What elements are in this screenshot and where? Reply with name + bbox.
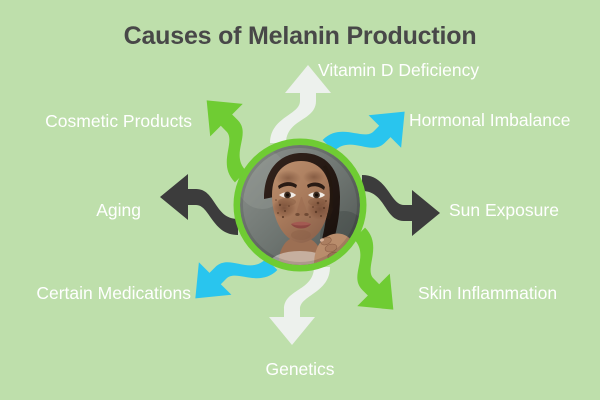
cause-label-certain-medications: Certain Medications — [36, 283, 191, 303]
arrow-sun-exposure — [362, 175, 440, 236]
photo-ring — [233, 138, 367, 272]
woman-face-with-melasma-photo — [240, 145, 360, 265]
center-photo — [240, 145, 360, 265]
cause-label-vitamin-d-deficiency: Vitamin D Deficiency — [318, 60, 480, 80]
cause-label-sun-exposure: Sun Exposure — [449, 200, 559, 220]
cause-label-aging: Aging — [96, 200, 141, 220]
cause-label-genetics: Genetics — [265, 359, 335, 379]
cause-label-cosmetic-products: Cosmetic Products — [45, 111, 192, 131]
page-title: Causes of Melanin Production — [123, 22, 477, 50]
arrow-aging — [160, 174, 238, 235]
arrow-genetics — [269, 267, 330, 345]
cause-label-skin-inflammation: Skin Inflammation — [418, 283, 558, 303]
cause-label-hormonal-imbalance: Hormonal Imbalance — [409, 110, 571, 130]
